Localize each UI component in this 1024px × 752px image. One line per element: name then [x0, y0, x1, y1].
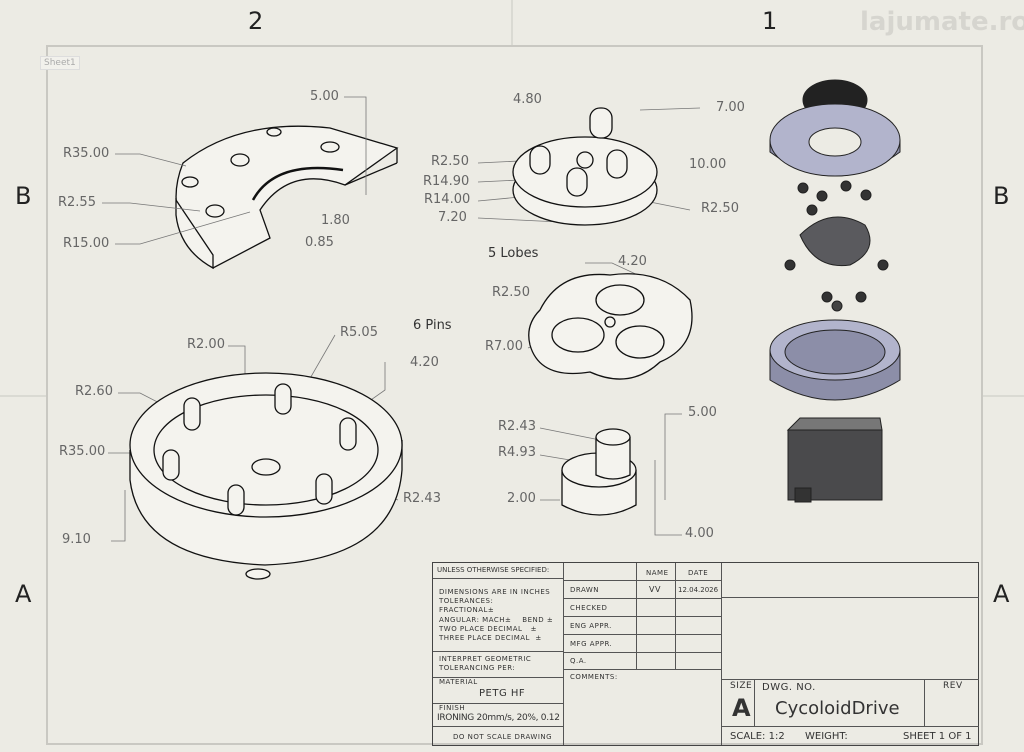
dim-label: R7.00	[485, 339, 523, 354]
dim-label: 4.20	[618, 254, 647, 269]
dim-label: 7.20	[438, 210, 467, 225]
size-label: SIZE	[730, 681, 753, 691]
dim-label: R2.50	[431, 154, 469, 169]
zone-row-a-left: A	[15, 580, 32, 608]
tolerance-line: THREE PLACE DECIMAL ±	[439, 634, 542, 642]
dim-label: R14.90	[423, 174, 470, 189]
dwg-no-label: DWG. NO.	[762, 682, 816, 693]
size-value: A	[732, 694, 752, 722]
lobes-note: 5 Lobes	[488, 246, 539, 261]
tolerance-line: TOLERANCES:	[439, 597, 494, 605]
zone-row-b-right: B	[993, 182, 1010, 210]
cycloid-disc-view	[528, 273, 693, 380]
dim-label: R5.05	[340, 325, 378, 340]
dim-label: R14.00	[424, 192, 471, 207]
dim-label: 4.00	[685, 526, 714, 541]
zone-row-b-left: B	[15, 182, 32, 210]
dim-label: 0.85	[305, 235, 334, 250]
dim-label: 5.00	[688, 405, 717, 420]
tolerance-line: TWO PLACE DECIMAL ±	[439, 625, 537, 633]
watermark: lajumate.ro	[860, 7, 1024, 37]
do-not-scale-note: DO NOT SCALE DRAWING	[453, 733, 553, 741]
interpret-line: TOLERANCING PER:	[439, 664, 516, 672]
dim-label: 2.00	[507, 491, 536, 506]
qa-label: Q.A.	[570, 657, 587, 665]
zone-col-1: 1	[762, 7, 778, 35]
pins-note: 6 Pins	[413, 318, 452, 333]
name-header: NAME	[646, 569, 669, 577]
dim-label: 4.80	[513, 92, 542, 107]
interpret-line: INTERPRET GEOMETRIC	[439, 655, 532, 663]
dim-label: R2.60	[75, 384, 113, 399]
mfg-appr-label: MFG APPR.	[570, 640, 613, 648]
dim-label: 10.00	[689, 157, 727, 172]
dim-label: R2.43	[498, 419, 536, 434]
zone-row-a-right: A	[993, 580, 1010, 608]
rev-label: REV	[943, 681, 963, 691]
dim-label: 9.10	[62, 532, 91, 547]
dim-label: R15.00	[63, 236, 110, 251]
dim-label: R2.00	[187, 337, 225, 352]
tolerance-line: ANGULAR: MACH± BEND ±	[439, 616, 554, 624]
unless-label: UNLESS OTHERWISE SPECIFIED:	[437, 566, 550, 574]
finish-label: FINISH	[439, 704, 466, 712]
dim-label: 4.20	[410, 355, 439, 370]
dim-label: R2.43	[403, 491, 441, 506]
dwg-no-value: CycoloidDrive	[775, 698, 900, 719]
tolerance-line: DIMENSIONS ARE IN INCHES	[439, 588, 551, 596]
comments-label: COMMENTS:	[570, 673, 618, 681]
tolerance-line: FRACTIONAL±	[439, 606, 495, 614]
pin-carrier-view	[512, 107, 658, 226]
title-block: UNLESS OTHERWISE SPECIFIED: DIMENSIONS A…	[432, 562, 979, 746]
dim-label: R2.50	[492, 285, 530, 300]
housing-view	[129, 372, 403, 580]
checked-label: CHECKED	[570, 604, 608, 612]
finish-value: IRONING 20mm/s, 20%, 0.12	[437, 713, 560, 723]
date-header: DATE	[688, 569, 709, 577]
eng-appr-label: ENG APPR.	[570, 622, 612, 630]
drawn-date: 12.04.2026	[678, 586, 719, 594]
sheet-border	[46, 45, 983, 745]
dim-label: R2.55	[58, 195, 96, 210]
dim-label: 7.00	[716, 100, 745, 115]
drawn-name: VV	[649, 585, 661, 594]
exploded-assembly-view	[769, 79, 901, 503]
dim-label: R35.00	[63, 146, 110, 161]
material-label: MATERIAL	[439, 678, 478, 686]
dim-label: R4.93	[498, 445, 536, 460]
shaft-view	[561, 428, 637, 516]
sheet-tab[interactable]: Sheet1	[40, 56, 80, 70]
sheet-label: SHEET 1 OF 1	[903, 731, 972, 742]
drawn-label: DRAWN	[570, 586, 600, 594]
dim-label: R35.00	[59, 444, 106, 459]
scale-label: SCALE: 1:2	[730, 731, 785, 742]
ring-segment-view	[175, 125, 399, 270]
weight-label: WEIGHT:	[805, 731, 848, 742]
zone-col-2: 2	[248, 7, 264, 35]
material-value: PETG HF	[479, 688, 526, 699]
dim-label: 1.80	[321, 213, 350, 228]
dim-label: R2.50	[701, 201, 739, 216]
dim-label: 5.00	[310, 89, 339, 104]
